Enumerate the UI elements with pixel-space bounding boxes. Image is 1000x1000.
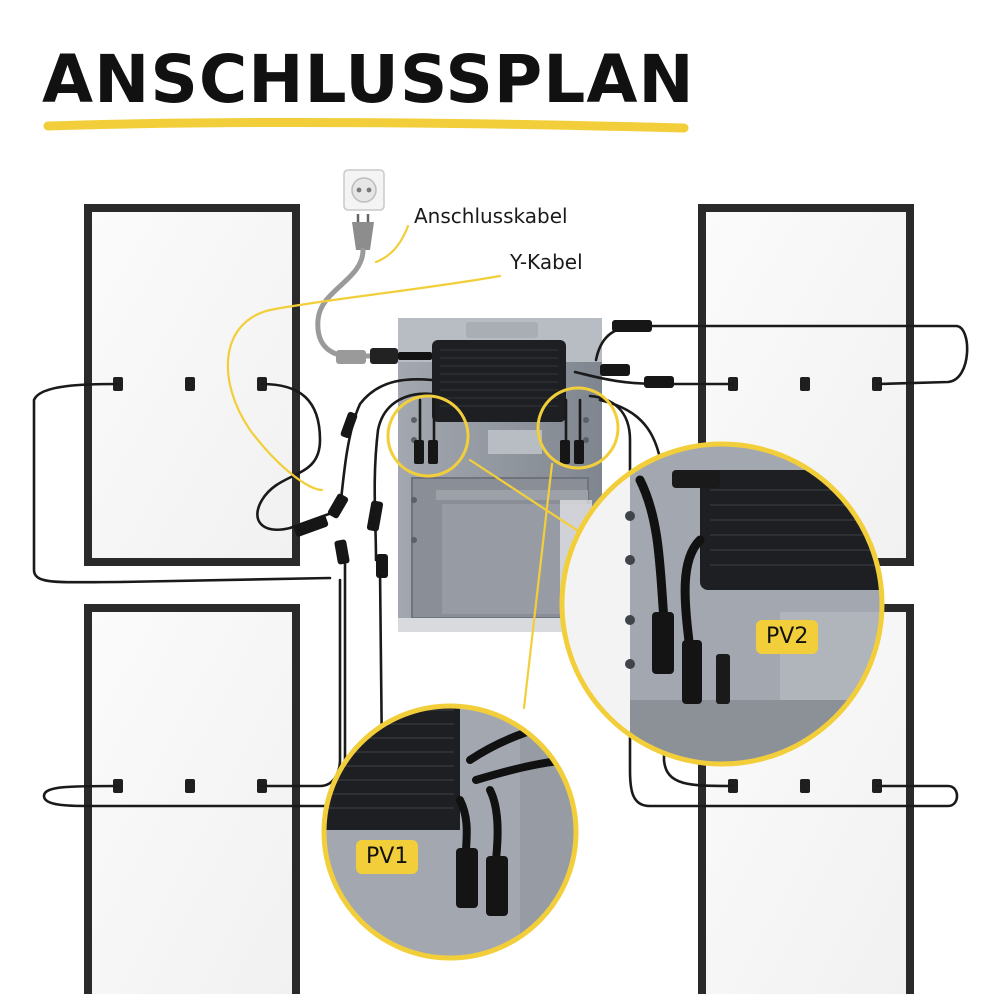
ac-connector	[370, 348, 432, 364]
solar-panel-bottom-left	[84, 604, 300, 994]
junction-boxes	[113, 377, 882, 793]
pv1-zoom-view	[321, 703, 579, 961]
ac-cable	[315, 247, 377, 359]
title-underline	[43, 117, 689, 133]
pv1-small-ring	[386, 394, 470, 478]
pv1-badge: PV1	[356, 840, 419, 874]
micro-inverter	[432, 340, 566, 454]
connection-cable-label: Anschlusskabel	[414, 204, 568, 228]
y-cable-label: Y-Kabel	[510, 250, 583, 274]
wall-socket-icon	[343, 169, 385, 211]
plug-icon	[352, 214, 374, 250]
pv2-zoom-view	[559, 441, 885, 767]
page-title: ANSCHLUSSPLAN	[42, 41, 695, 118]
mc4-connectors	[293, 320, 674, 578]
pv2-small-ring	[536, 386, 620, 470]
pv2-badge: PV2	[756, 620, 819, 654]
